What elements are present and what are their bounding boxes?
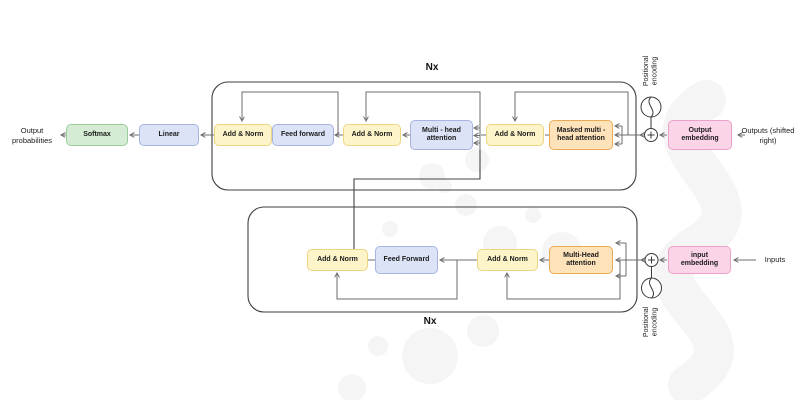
linear-box: Linear [139,124,199,146]
encoder-add-norm-box: Add & Norm [307,249,368,271]
decoder-add-norm-box: Add & Norm [343,124,401,146]
outputs-shifted-right-label: Outputs (shifted right) [741,126,795,145]
encoder-feed-forward-box: Feed Forward [375,246,438,274]
encoder-multi-head-attention-box: Multi-Head attention [549,246,613,274]
decoder-add-norm-box: Add & Norm [486,124,544,146]
positional-encoding-label: Positional [643,306,650,337]
decoder-container [211,81,637,191]
softmax-box: Softmax [66,124,128,146]
input-embedding-box: input embedding [668,246,731,274]
nx-label-decoder: Nx [425,62,439,73]
positional-encoding-label: encoding [652,57,659,86]
output-embedding-box: Output embedding [668,120,732,150]
decoder-flow-lines [61,91,745,150]
encoder-add-norm-box: Add & Norm [477,249,538,271]
decoder-feed-forward-box: Feed forward [272,124,334,146]
encoder-flow-lines [337,243,756,300]
decoder-positional-encoding-icons [640,96,662,142]
positional-encoding-label: encoding [652,308,659,337]
decoder-add-norm-box: Add & Norm [214,124,272,146]
output-probabilities-label: Output probabilities [11,126,53,145]
positional-encoding-label: Positional [643,55,650,86]
masked-multi-head-attention-box: Masked multi - head attention [549,120,613,150]
encoder-decoder-connector-line [353,150,481,249]
decoder-multi-head-attention-box: Multi - head attention [410,120,473,150]
positional-encoding-labels: Positional encoding Positional encoding [643,55,659,337]
nx-label-encoder: Nx [423,316,437,327]
encoder-positional-encoding-icons [641,253,662,299]
inputs-label: Inputs [764,255,786,264]
